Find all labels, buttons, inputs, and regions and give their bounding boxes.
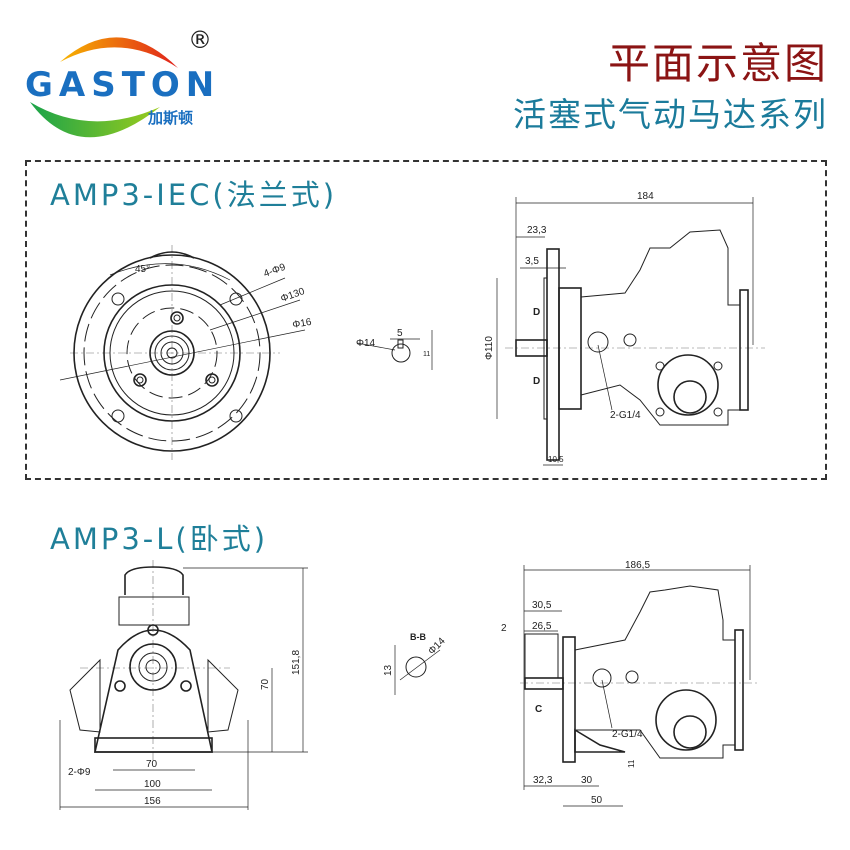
dim-overall-width: 156 [144,796,161,807]
l-side-view: 186,5 30,5 26,5 2 2-G1/4 C 32,3 30 50 11 [501,560,760,807]
logo-arc-bottom [30,102,160,138]
dim-foot-b: 50 [591,795,603,806]
dim-length: 186,5 [625,560,650,571]
dim-shaft-a: 30,5 [532,600,552,611]
l-front-view: 70 100 156 2-Φ9 70 151,8 [59,560,308,810]
key-depth: 11 [423,351,430,358]
brand-logo: GASTON 加斯顿 ® [20,20,260,145]
section-label: B-B [410,632,426,642]
key-width: 5 [397,328,403,339]
iec-section-frame [25,160,827,480]
dim-holes: 4-Φ9 [262,262,287,280]
ports-label: 2-G1/4 [610,410,641,421]
page-subtitle: 活塞式气动马达系列 [513,95,828,134]
model-title-l: AMP3-L(卧式) [50,522,269,556]
logo-text: GASTON [25,65,220,105]
iec-side-view: 184 23,3 3,5 Φ110 10,5 2-G1/4 D D [484,191,765,466]
model-title-iec: AMP3-IEC(法兰式) [50,178,338,212]
l-section-detail: B-B Φ14 13 [383,632,448,695]
section-flat: 13 [383,664,394,676]
dim-flange-thickness: 10,5 [548,455,564,464]
dim-length: 184 [637,191,654,202]
dim-foot-a: 30 [581,775,593,786]
iec-front-view: 45° 4-Φ9 Φ130 Φ16 [59,245,313,460]
ports-label: 2-G1/4 [612,729,643,740]
section-mark-top: D [533,307,540,318]
dim-flange-offset: 23,3 [527,225,547,236]
dim-base-offset: 32,3 [533,775,553,786]
dim-pcd: Φ130 [279,286,306,305]
dim-shaft: Φ16 [292,317,313,331]
page-title: 平面示意图 [607,39,828,88]
dim-step: 3,5 [525,256,539,267]
section-mark: C [535,704,542,715]
section-diameter: Φ14 [426,636,448,658]
dim-shaft-b: 26,5 [532,621,552,632]
iec-key-detail: Φ14 5 11 [356,328,433,370]
dim-shoulder: 2 [501,623,507,634]
dim-base-width: 100 [144,779,161,790]
dim-hole-spacing: 70 [146,759,158,770]
logo-text-cn: 加斯顿 [147,109,193,127]
dim-angle: 45° [135,264,150,275]
key-diameter: Φ14 [356,338,376,349]
dim-pilot: Φ110 [484,336,495,360]
dim-base-holes: 2-Φ9 [68,767,91,778]
dim-height: 151,8 [291,650,302,675]
dim-center-height: 70 [260,678,271,690]
section-mark-bottom: D [533,376,540,387]
dim-foot-thickness: 11 [627,759,636,768]
registered-mark: ® [188,26,212,54]
logo-arc-top [60,37,178,68]
